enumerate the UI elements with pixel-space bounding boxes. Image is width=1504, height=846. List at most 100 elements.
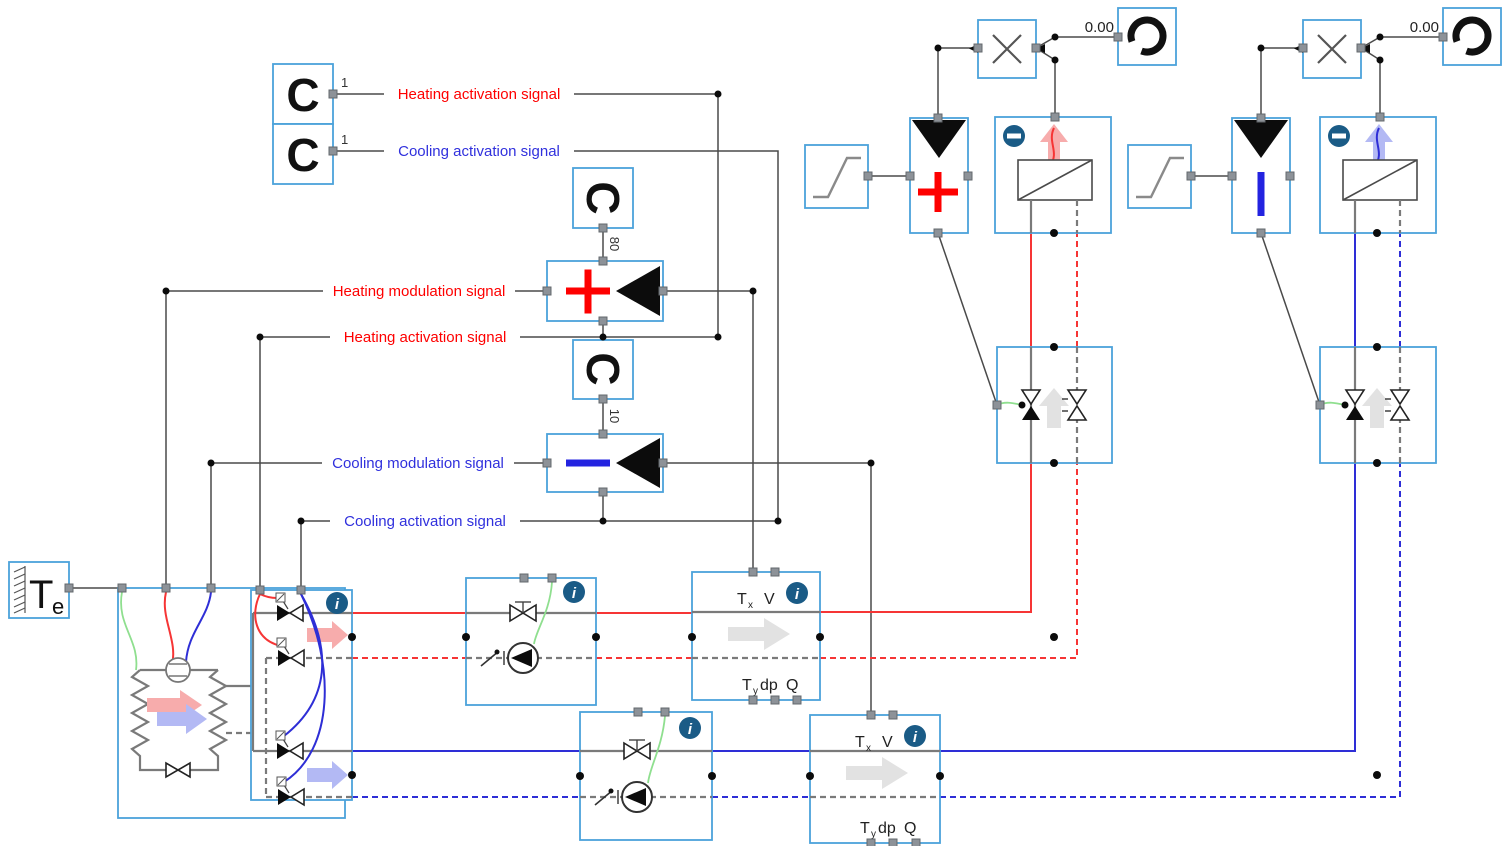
control-valve-icon xyxy=(1020,389,1042,420)
outdoor-temperature-block[interactable]: T e xyxy=(8,561,70,619)
port[interactable] xyxy=(1113,32,1123,42)
port[interactable] xyxy=(1256,113,1266,123)
port[interactable] xyxy=(64,583,74,593)
port[interactable] xyxy=(888,710,898,720)
port[interactable] xyxy=(748,567,758,577)
heating-activation-value: 1 xyxy=(341,75,348,90)
cooling-activation-value: 1 xyxy=(341,132,348,147)
port[interactable] xyxy=(519,573,529,583)
svg-text:i: i xyxy=(795,586,800,603)
port[interactable] xyxy=(792,695,802,705)
port[interactable] xyxy=(1227,171,1237,181)
info-icon[interactable]: i xyxy=(563,581,585,603)
port[interactable] xyxy=(905,171,915,181)
port[interactable] xyxy=(1356,43,1366,53)
info-icon[interactable]: i xyxy=(786,582,808,604)
feedback-loop-block-2[interactable] xyxy=(1442,7,1502,66)
port[interactable] xyxy=(633,707,643,717)
port[interactable] xyxy=(598,223,608,233)
port[interactable] xyxy=(1256,228,1266,238)
port[interactable] xyxy=(1031,43,1041,53)
port[interactable] xyxy=(911,838,921,846)
port[interactable] xyxy=(748,695,758,705)
port[interactable] xyxy=(770,695,780,705)
cooling-load-block[interactable]: T x V T y dp Q i xyxy=(809,714,941,844)
port[interactable] xyxy=(328,89,338,99)
bypass-valve-icon xyxy=(1385,389,1411,421)
port[interactable] xyxy=(117,583,127,593)
port[interactable] xyxy=(1438,32,1448,42)
port[interactable] xyxy=(992,400,1002,410)
info-icon[interactable]: i xyxy=(904,725,926,747)
heating-setpoint-value: 80 xyxy=(607,237,622,251)
port[interactable] xyxy=(933,228,943,238)
port[interactable] xyxy=(598,429,608,439)
port[interactable] xyxy=(1298,43,1308,53)
constant-block-heating-setpoint[interactable]: C xyxy=(572,167,634,229)
block-frame[interactable] xyxy=(572,339,634,400)
port[interactable] xyxy=(1050,112,1060,122)
minus-badge-icon xyxy=(1003,125,1025,147)
port[interactable] xyxy=(658,458,668,468)
port[interactable] xyxy=(547,573,557,583)
heating-load-block[interactable]: T x V T y dp Q i xyxy=(691,571,821,701)
port[interactable] xyxy=(933,113,943,123)
port[interactable] xyxy=(1375,112,1385,122)
constant-block-cooling-setpoint[interactable]: C xyxy=(572,339,634,400)
port[interactable] xyxy=(328,146,338,156)
saturation-block-1[interactable] xyxy=(804,144,869,209)
block-frame[interactable] xyxy=(8,561,70,619)
heating-pump-block[interactable]: i xyxy=(465,577,597,706)
port[interactable] xyxy=(866,710,876,720)
port[interactable] xyxy=(161,583,171,593)
ports[interactable] xyxy=(64,32,1448,846)
port[interactable] xyxy=(542,286,552,296)
heating-emitter-block[interactable] xyxy=(994,116,1112,234)
port[interactable] xyxy=(542,458,552,468)
heating-sum-block[interactable] xyxy=(909,117,969,234)
port[interactable] xyxy=(770,567,780,577)
info-icon[interactable]: i xyxy=(326,592,348,614)
wire-mult2-out xyxy=(1260,47,1303,118)
port[interactable] xyxy=(658,286,668,296)
saturation-block-2[interactable] xyxy=(1127,144,1192,209)
cooling-act-curve-1 xyxy=(283,593,324,737)
heating-valve-block[interactable] xyxy=(996,346,1113,464)
port[interactable] xyxy=(660,707,670,717)
cooling-sum-block[interactable] xyxy=(1231,117,1291,234)
cooling-emitter-block[interactable] xyxy=(1319,116,1437,234)
shutoff-valve-icon xyxy=(623,739,651,761)
cooling-pump-block[interactable]: i xyxy=(579,711,713,841)
cooling-controller-block[interactable] xyxy=(546,433,664,493)
block-frame[interactable] xyxy=(572,167,634,229)
constant-block-heating-activation[interactable]: C xyxy=(272,63,334,125)
port[interactable] xyxy=(255,585,265,595)
port[interactable] xyxy=(598,487,608,497)
port[interactable] xyxy=(888,838,898,846)
wall-hatch-icon xyxy=(13,566,26,614)
port[interactable] xyxy=(598,256,608,266)
port[interactable] xyxy=(296,585,306,595)
port[interactable] xyxy=(598,316,608,326)
constant-block-cooling-activation[interactable]: C xyxy=(272,123,334,185)
port[interactable] xyxy=(598,394,608,404)
block-frame[interactable] xyxy=(804,144,869,209)
label-cooling-activation-1: Cooling activation signal xyxy=(398,143,560,160)
label-ty-sub: y xyxy=(871,829,876,840)
port[interactable] xyxy=(973,43,983,53)
port[interactable] xyxy=(206,583,216,593)
port[interactable] xyxy=(1315,400,1325,410)
port[interactable] xyxy=(963,171,973,181)
port[interactable] xyxy=(866,838,876,846)
heating-controller-block[interactable] xyxy=(546,260,664,322)
cooling-valve-block[interactable] xyxy=(1319,346,1437,464)
info-icon[interactable]: i xyxy=(679,717,701,739)
port[interactable] xyxy=(1285,171,1295,181)
port[interactable] xyxy=(1186,171,1196,181)
valve-group-block[interactable]: i xyxy=(250,589,353,807)
port[interactable] xyxy=(863,171,873,181)
feedback-loop-block-1[interactable] xyxy=(1117,7,1177,66)
block-frame[interactable] xyxy=(1127,144,1192,209)
